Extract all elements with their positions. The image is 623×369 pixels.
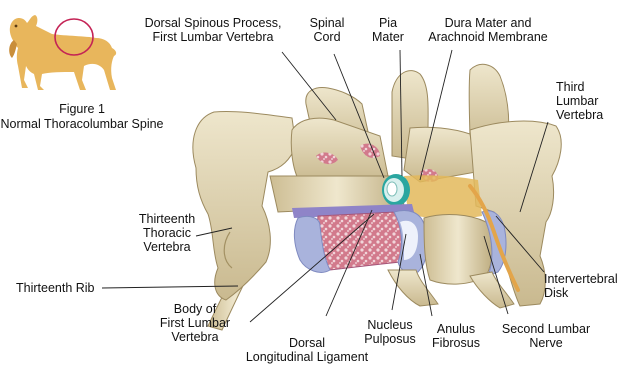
label-anulus-fibrosus: Anulus Fibrosus [424, 322, 488, 350]
label-third-lumbar-vertebra: Third Lumbar Vertebra [556, 80, 622, 122]
figure-number: Figure 1 [0, 102, 164, 117]
label-dorsal-longitudinal-ligament: Dorsal Longitudinal Ligament [242, 336, 372, 364]
label-dorsal-spinous-process: Dorsal Spinous Process, First Lumbar Ver… [124, 16, 302, 44]
spine-model [193, 64, 561, 330]
label-spinal-cord: Spinal Cord [300, 16, 354, 44]
dura-mater-layer [404, 175, 482, 219]
label-pia-mater: Pia Mater [366, 16, 410, 44]
dog-icon [9, 15, 116, 90]
label-dura-mater: Dura Mater and Arachnoid Membrane [418, 16, 558, 44]
label-thirteenth-rib: Thirteenth Rib [16, 281, 95, 295]
label-second-lumbar-nerve: Second Lumbar Nerve [494, 322, 598, 350]
label-thirteenth-thoracic-vertebra: Thirteenth Thoracic Vertebra [132, 212, 202, 254]
figure-caption: Figure 1 Normal Thoracolumbar Spine [0, 102, 164, 132]
first-lumbar-body [318, 212, 403, 270]
label-body-first-lumbar: Body of First Lumbar Vertebra [150, 302, 240, 344]
label-intervertebral-disk: Intervertebral Disk [544, 272, 622, 300]
figure-title: Normal Thoracolumbar Spine [0, 117, 164, 132]
label-nucleus-pulposus: Nucleus Pulposus [358, 318, 422, 346]
